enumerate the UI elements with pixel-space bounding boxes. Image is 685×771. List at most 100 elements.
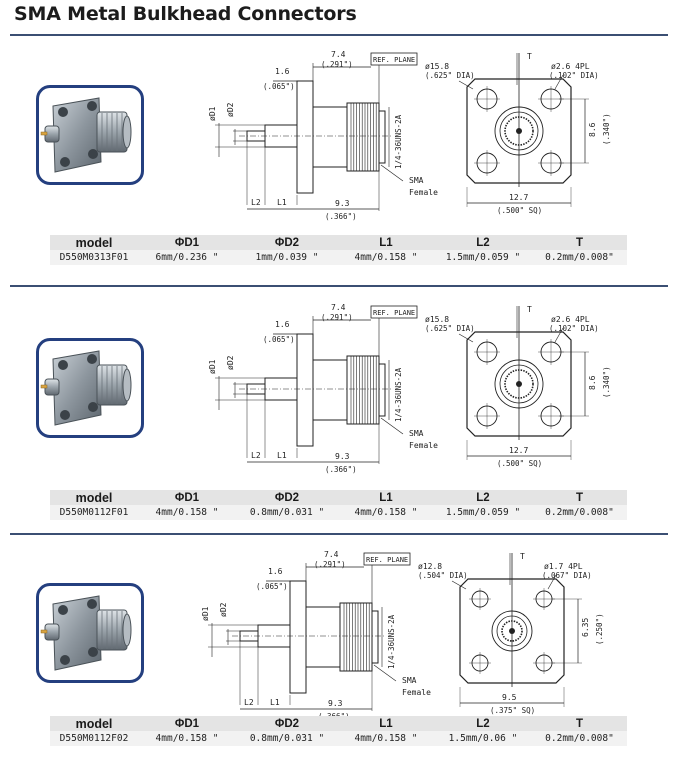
center-hole-dia: ø12.8 [418, 562, 442, 571]
spec-cell: 0.2mm/0.008" [545, 507, 614, 518]
ref-plane-label: REF. PLANE [366, 556, 408, 564]
t-label: T [527, 305, 532, 314]
mount-hole-dia-inch: (.067" DIA) [542, 571, 592, 580]
center-hole-dia-inch: (.625" DIA) [425, 324, 475, 333]
column-header: L1 [379, 717, 393, 730]
hole-spacing-value: 6.35 [581, 618, 590, 637]
spec-cell: 0.2mm/0.008" [545, 733, 614, 744]
spec-table-header: model ΦD1 ΦD2 L1 L2 T [50, 716, 627, 731]
t-label: T [527, 52, 532, 61]
center-hole-dia-inch: (.625" DIA) [425, 71, 475, 80]
female-label: Female [402, 688, 431, 697]
hole-spacing-inch: (.340") [602, 366, 611, 398]
flange-width-inch: (.375" SQ) [490, 706, 535, 715]
column-header: T [575, 717, 584, 730]
dim-top-inch: (.291") [321, 60, 353, 69]
connector-photo [36, 85, 144, 185]
dim-bottom-value: 9.3 [335, 199, 350, 208]
d1-label: øD1 [208, 359, 217, 374]
column-header: L2 [476, 717, 490, 730]
d2-label: øD2 [219, 602, 228, 617]
dim-flange-inch: (.065") [263, 82, 295, 91]
l1-label: L1 [270, 698, 280, 707]
spec-cell: 0.8mm/0.031 " [249, 733, 325, 744]
center-hole-dia-inch: (.504" DIA) [418, 571, 468, 580]
flange-width-value: 12.7 [509, 193, 528, 202]
mount-hole-dia: ø2.6 4PL [551, 62, 590, 71]
dim-top-inch: (.291") [321, 313, 353, 322]
flange-width-value: 9.5 [502, 693, 517, 702]
ref-plane-label: REF. PLANE [373, 309, 415, 317]
spec-cell: 0.2mm/0.008" [545, 252, 614, 263]
center-hole-dia: ø15.8 [425, 62, 449, 71]
spec-cell: 4mm/0.158 " [354, 507, 418, 518]
female-label: Female [409, 441, 438, 450]
column-header: model [75, 490, 113, 505]
flange-width-value: 12.7 [509, 446, 528, 455]
spec-cell: 4mm/0.158 " [155, 507, 219, 518]
female-label: Female [409, 188, 438, 197]
center-hole-dia: ø15.8 [425, 315, 449, 324]
d2-label: øD2 [226, 102, 235, 117]
table-row: D550M0313F01 6mm/0.236 " 1mm/0.039 " 4mm/0.… [50, 250, 627, 265]
hole-spacing-inch: (.340") [602, 113, 611, 145]
spec-cell: 4mm/0.158 " [354, 252, 418, 263]
dim-bottom-value: 9.3 [335, 452, 350, 461]
dim-top-value: 7.4 [331, 303, 346, 312]
ref-plane-label: REF. PLANE [373, 56, 415, 64]
thread-label: 1/4-36UNS-2A [394, 367, 403, 422]
column-header: model [75, 716, 113, 731]
column-header: L1 [379, 236, 393, 249]
model-cell: D550M0112F02 [59, 733, 129, 744]
column-header: ΦD1 [174, 491, 200, 504]
hole-spacing-inch: (.250") [595, 613, 604, 645]
column-header: ΦD2 [274, 236, 300, 249]
sma-label: SMA [409, 429, 424, 438]
model-cell: D550M0313F01 [59, 252, 129, 263]
model-cell: D550M0112F01 [59, 507, 129, 518]
spec-cell: 1mm/0.039 " [255, 252, 319, 263]
sma-label: SMA [409, 176, 424, 185]
column-header: ΦD1 [174, 717, 200, 730]
t-label: T [520, 552, 525, 561]
mount-hole-dia: ø1.7 4PL [544, 562, 583, 571]
d2-label: øD2 [226, 355, 235, 370]
section-divider [10, 533, 668, 535]
l1-label: L1 [277, 198, 287, 207]
d1-label: øD1 [208, 106, 217, 121]
l2-label: L2 [244, 698, 254, 707]
d1-label: øD1 [201, 606, 210, 621]
thread-label: 1/4-36UNS-2A [394, 114, 403, 169]
column-header: ΦD2 [274, 717, 300, 730]
column-header: L1 [379, 491, 393, 504]
dim-bottom-inch: (.366") [325, 465, 357, 474]
mount-hole-dia-inch: (.102" DIA) [549, 71, 599, 80]
spec-cell: 4mm/0.158 " [354, 733, 418, 744]
column-header: T [575, 236, 584, 249]
dim-bottom-inch: (.366") [325, 212, 357, 221]
mount-hole-dia-inch: (.102" DIA) [549, 324, 599, 333]
dim-bottom-value: 9.3 [328, 699, 343, 708]
dim-top-inch: (.291") [314, 560, 346, 569]
page-title: SMA Metal Bulkhead Connectors [14, 3, 357, 25]
section-divider [10, 285, 668, 287]
hole-spacing-value: 8.6 [588, 122, 597, 137]
hole-spacing-value: 8.6 [588, 375, 597, 390]
spec-cell: 6mm/0.236 " [155, 252, 219, 263]
dim-flange-value: 1.6 [275, 67, 290, 76]
spec-cell: 1.5mm/0.06 " [448, 733, 518, 744]
thread-label: 1/4-36UNS-2A [387, 614, 396, 669]
connector-photo [36, 583, 144, 683]
spec-cell: 1.5mm/0.059 " [445, 507, 521, 518]
spec-cell: 0.8mm/0.031 " [249, 507, 325, 518]
dim-flange-inch: (.065") [256, 582, 288, 591]
column-header: model [75, 235, 113, 250]
l1-label: L1 [277, 451, 287, 460]
